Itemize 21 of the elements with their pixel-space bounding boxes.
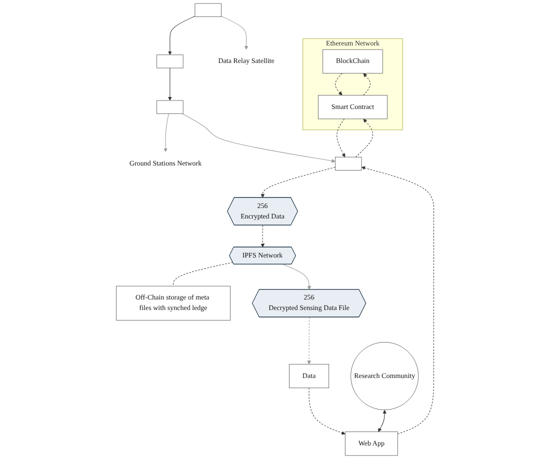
node-box: [156, 100, 184, 114]
arrow: [308, 388, 346, 435]
arrow: [336, 118, 346, 158]
arrow: [378, 410, 387, 432]
arrow: [260, 225, 265, 248]
arrow: [164, 113, 169, 152]
connector: [173, 262, 234, 286]
arrow: [168, 68, 172, 101]
arrow: [260, 166, 336, 198]
arrow: [182, 113, 336, 163]
node-box: [156, 54, 184, 68]
arrow: [355, 118, 374, 158]
arrow: [363, 73, 370, 96]
node-box: [334, 156, 362, 170]
node-box: [194, 3, 222, 17]
arrow: [335, 73, 342, 96]
arrow: [168, 16, 196, 56]
arrow: [282, 264, 312, 290]
arrow: [221, 16, 248, 50]
arrow: [361, 166, 434, 434]
arrow: [307, 316, 311, 364]
